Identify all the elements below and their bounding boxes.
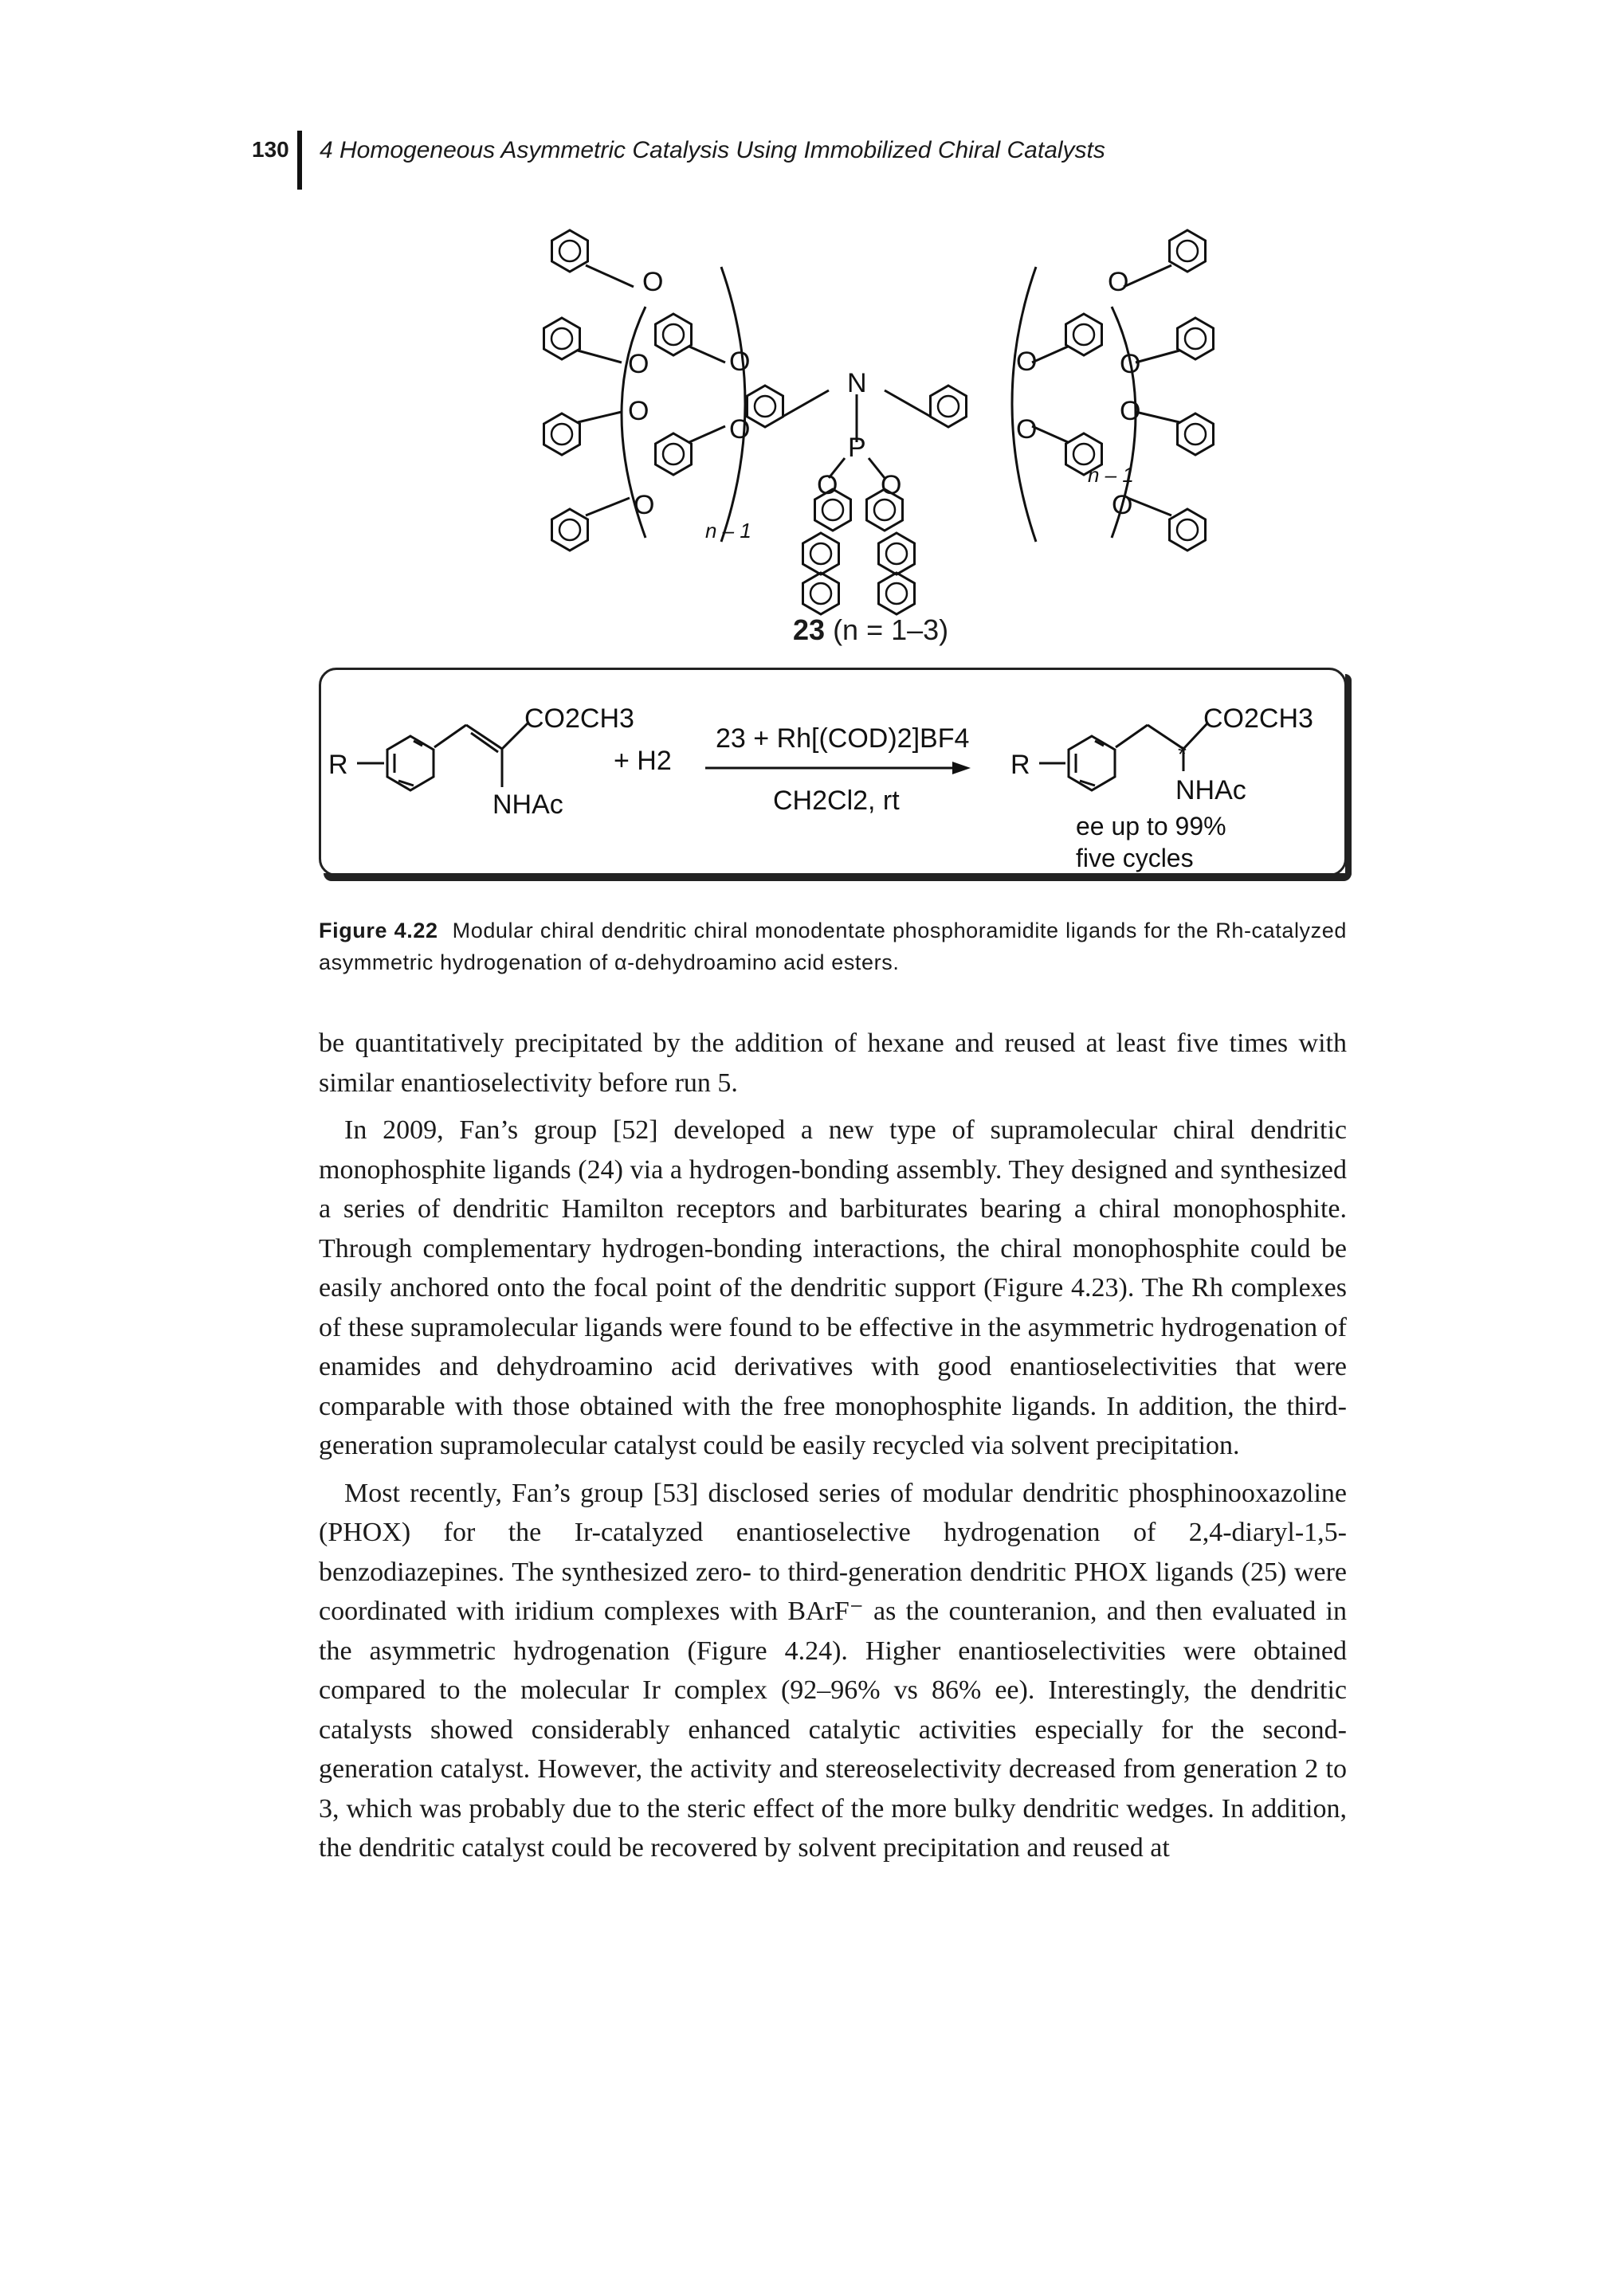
oxygen-label: O [1108, 267, 1128, 297]
repeat-label-right: n – 1 [1088, 463, 1134, 487]
plus-h2-label: + H2 [614, 746, 672, 776]
oxygen-label: O [1120, 349, 1140, 379]
reaction-scheme: R CO2CH3 NHAc + H2 23 + Rh[(COD)2]BF4 CH… [328, 703, 1313, 872]
oxygen-label: O [1016, 414, 1037, 445]
oxygen-label: O [1112, 490, 1132, 520]
figure-label: Figure 4.22 [319, 919, 438, 942]
paragraph: Most recently, Fan’s group [53] disclose… [319, 1478, 1347, 1863]
scheme-box-shadow [324, 873, 1352, 881]
r-substituent-label: R [1010, 750, 1030, 780]
caption-text: Modular chiral dendritic chiral monodent… [319, 919, 1347, 974]
oxygen-label: O [1120, 396, 1140, 426]
repeat-label-left: n – 1 [705, 519, 751, 543]
oxygen-label: O [628, 396, 649, 426]
oxygen-label: O [642, 267, 663, 297]
stereocenter-label: * [1178, 742, 1187, 766]
oxygen-label: O [628, 349, 649, 379]
cycles-result: five cycles [1076, 844, 1194, 872]
amide-label: NHAc [492, 789, 563, 820]
oxygen-label: O [729, 414, 750, 445]
ester-label: CO2CH3 [1203, 703, 1313, 734]
amide-label: NHAc [1175, 775, 1246, 805]
ester-label: CO2CH3 [524, 703, 634, 734]
paragraph: be quantitatively precipitated by the ad… [319, 1028, 1347, 1098]
oxygen-label: O [634, 490, 654, 520]
compound-number: 23 [793, 613, 826, 646]
oxygen-label: O [1016, 347, 1037, 377]
header-rule [297, 131, 302, 190]
reagent-line2: CH2Cl2, rt [773, 786, 900, 816]
nitrogen-label: N [847, 368, 867, 398]
compound-label: 23 (n = 1–3) [793, 613, 948, 647]
page-header: 130 4 Homogeneous Asymmetric Catalysis U… [252, 131, 1368, 191]
oxygen-label: O [729, 347, 750, 377]
oxygen-label: O [881, 470, 901, 500]
phosphorus-label: P [848, 433, 866, 463]
compound-condition: (n = 1–3) [833, 613, 949, 646]
r-substituent-label: R [328, 750, 348, 780]
body-text: be quantitatively precipitated by the ad… [319, 1024, 1347, 1868]
reagent-line1: 23 + Rh[(COD)2]BF4 [716, 723, 969, 754]
paragraph: In 2009, Fan’s group [52] developed a ne… [319, 1115, 1347, 1460]
scheme-box-shadow-right [1345, 674, 1352, 880]
oxygen-label: O [817, 470, 838, 500]
ee-result: ee up to 99% [1076, 812, 1226, 840]
running-head: 4 Homogeneous Asymmetric Catalysis Using… [320, 137, 1105, 163]
reaction-scheme-box [319, 668, 1347, 876]
page-number: 130 [252, 137, 289, 162]
dendritic-ligand-structure: O O O O O O O O O O O O N P O O n – 1 n … [543, 229, 1214, 616]
